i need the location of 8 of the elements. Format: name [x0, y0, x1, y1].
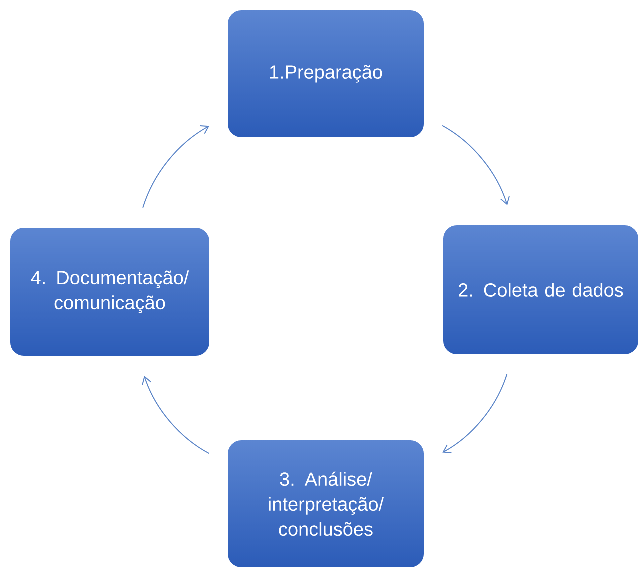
- arrow: [442, 374, 508, 454]
- process-box: 2. Coleta de dados: [442, 224, 639, 356]
- arrow: [442, 125, 510, 206]
- arrow: [142, 376, 210, 454]
- arrow: [142, 126, 210, 208]
- process-box: 1.Preparação: [227, 10, 425, 138]
- process-box: 4. Documentação/ comunicação: [10, 227, 210, 357]
- process-box: 3. Análise/ interpretação/ conclusões: [227, 440, 425, 568]
